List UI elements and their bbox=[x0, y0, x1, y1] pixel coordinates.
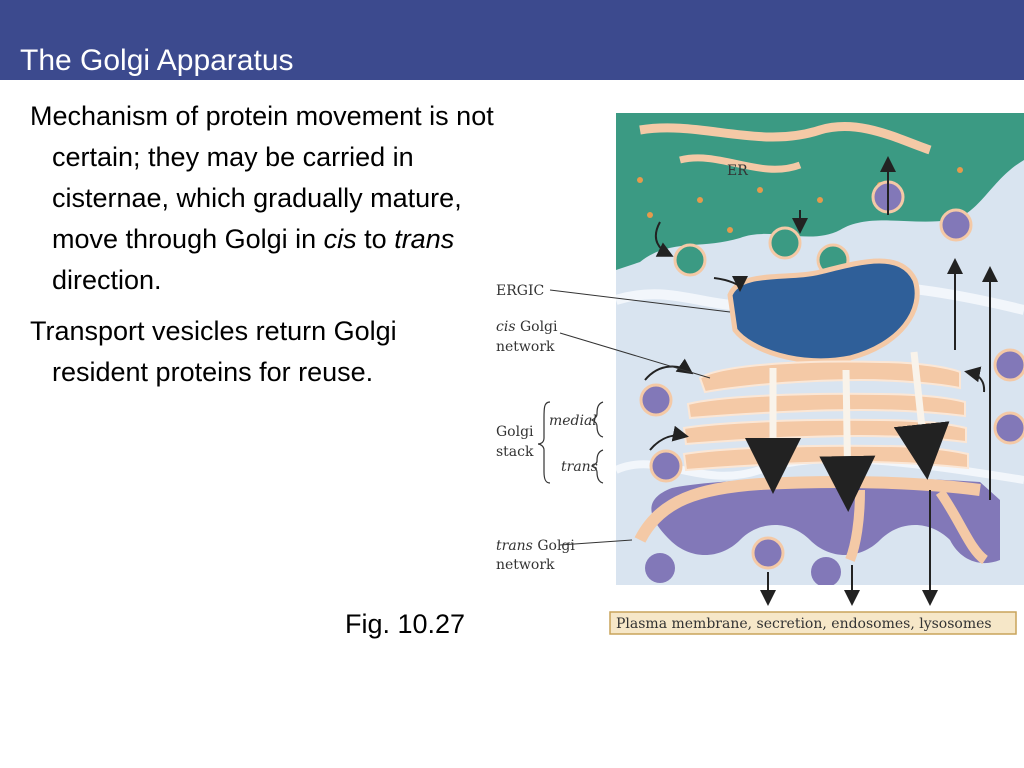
secretory-vesicle bbox=[993, 411, 1024, 445]
bullet-text-2: to bbox=[356, 224, 395, 254]
trans-golgi-label-network: network bbox=[496, 557, 555, 573]
er-vesicle bbox=[673, 243, 707, 277]
secretory-vesicle bbox=[751, 536, 785, 570]
golgi-return-vesicle bbox=[939, 208, 973, 242]
secretory-vesicle bbox=[993, 348, 1024, 382]
secretory-vesicle bbox=[811, 557, 841, 585]
trans-golgi-cisterna bbox=[682, 444, 969, 472]
cis-term: cis bbox=[323, 224, 357, 254]
golgi-stack-label-1: Golgi bbox=[496, 424, 534, 440]
cis-golgi-label-2: Golgi bbox=[516, 319, 559, 335]
secretory-vesicle bbox=[887, 495, 913, 521]
bullet-text-3: direction. bbox=[52, 265, 162, 295]
bullet-text-1: Mechanism of protein movement is not cer… bbox=[30, 101, 494, 254]
trans-golgi-label: trans Golgi bbox=[496, 538, 575, 554]
title-bar: The Golgi Apparatus bbox=[0, 0, 1024, 80]
secretory-vesicle bbox=[639, 383, 673, 417]
figure-caption: Fig. 10.27 bbox=[345, 609, 466, 639]
trans-golgi-network bbox=[651, 477, 1000, 564]
secretory-vesicle bbox=[722, 505, 748, 531]
secretory-vesicle bbox=[649, 449, 683, 483]
cytoplasm-background bbox=[616, 113, 1024, 585]
trans-golgi-label-2: Golgi bbox=[533, 538, 576, 554]
bullet-transport-vesicles: Transport vesicles return Golgi resident… bbox=[30, 316, 397, 387]
cis-golgi-label-network: network bbox=[496, 339, 555, 355]
medial-golgi-cisterna bbox=[686, 392, 966, 420]
er-membrane bbox=[616, 113, 1024, 270]
golgi-stack-label-2: stack bbox=[496, 444, 534, 460]
slide-title: The Golgi Apparatus bbox=[20, 44, 294, 77]
er-vesicle bbox=[768, 226, 802, 260]
er-vesicle bbox=[816, 243, 850, 277]
medial-label: medial bbox=[549, 413, 597, 429]
golgi-return-vesicle bbox=[871, 180, 905, 214]
trans-golgi-label-1: trans bbox=[496, 538, 533, 554]
destinations-box bbox=[609, 611, 1017, 635]
ergic-label: ERGIC bbox=[496, 283, 544, 299]
destinations-label: Plasma membrane, secretion, endosomes, l… bbox=[616, 616, 992, 632]
medial-golgi-cisterna bbox=[682, 418, 967, 446]
slide-body: Mechanism of protein movement is not cer… bbox=[30, 96, 500, 393]
ergic-compartment bbox=[727, 258, 920, 364]
secretory-vesicle bbox=[645, 553, 675, 583]
trans-label: trans bbox=[561, 459, 598, 475]
trans-term: trans bbox=[394, 224, 455, 254]
er-label: ER bbox=[727, 163, 748, 179]
cis-golgi-cisterna bbox=[698, 360, 961, 394]
bullet-protein-movement: Mechanism of protein movement is not cer… bbox=[30, 96, 500, 301]
cis-golgi-label: cis Golgi bbox=[496, 319, 558, 335]
